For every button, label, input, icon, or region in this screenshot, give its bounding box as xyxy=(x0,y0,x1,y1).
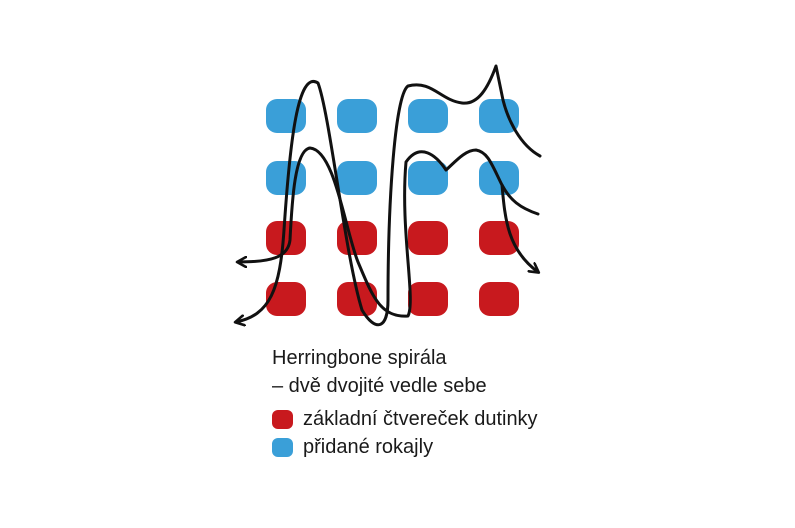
bead-added-r2-c3 xyxy=(408,161,448,195)
legend-label-added: přidané rokajly xyxy=(303,436,434,458)
bead-added-r1-c3 xyxy=(408,99,448,133)
diagram-subtitle: – dvě dvojité vedle sebe xyxy=(272,375,487,397)
legend-swatch-added xyxy=(272,437,293,457)
thread-inner xyxy=(238,146,540,318)
legend-item-added: přidané rokajly xyxy=(272,434,433,460)
thread-outer xyxy=(236,64,542,325)
diagram-title: Herringbone spirála xyxy=(272,347,447,369)
bead-added-r1-c2 xyxy=(337,99,377,133)
legend-label-base: základní čtvereček dutinky xyxy=(303,408,538,430)
bead-added-r2-c2 xyxy=(337,161,377,195)
bead-base-r3-c1 xyxy=(266,221,306,255)
bead-base-r3-c3 xyxy=(408,221,448,255)
bead-base-r4-c2 xyxy=(337,282,377,316)
bead-grid xyxy=(266,99,519,316)
bead-base-r4-c1 xyxy=(266,282,306,316)
bead-base-r4-c3 xyxy=(408,282,448,316)
legend-item-base: základní čtvereček dutinky xyxy=(272,406,538,432)
thread-paths xyxy=(236,64,542,325)
legend-swatch-base xyxy=(272,409,293,429)
bead-added-r1-c4 xyxy=(479,99,519,133)
bead-base-r4-c4 xyxy=(479,282,519,316)
thread-tail xyxy=(500,183,538,272)
